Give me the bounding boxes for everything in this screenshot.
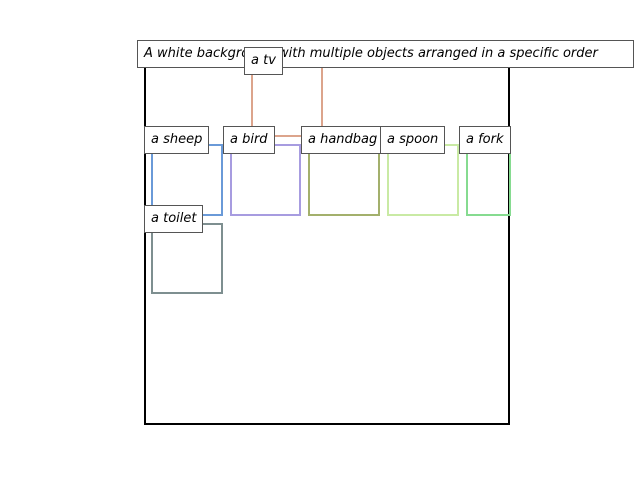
spoon-label: a spoon xyxy=(380,126,446,154)
fork-box xyxy=(466,144,511,216)
toilet-label: a toilet xyxy=(144,205,204,233)
bird-box xyxy=(230,144,301,216)
image-caption: A white background with multiple objects… xyxy=(137,40,634,68)
tv-label: a tv xyxy=(244,47,283,75)
sheep-label: a sheep xyxy=(144,126,210,154)
toilet-box xyxy=(151,223,223,294)
handbag-label: a handbag xyxy=(301,126,385,154)
handbag-box xyxy=(308,144,380,216)
spoon-box xyxy=(387,144,459,216)
bird-label: a bird xyxy=(223,126,275,154)
fork-label: a fork xyxy=(459,126,511,154)
